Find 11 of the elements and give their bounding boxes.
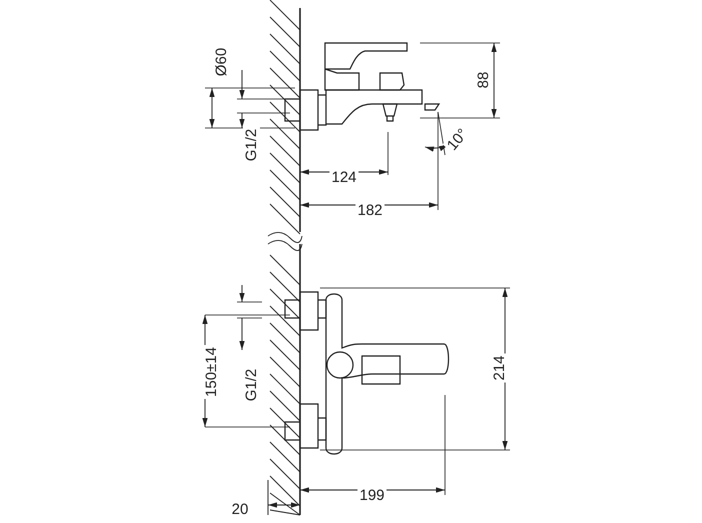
dimension-label: 199 xyxy=(359,486,385,504)
dimension-label: 124 xyxy=(331,168,357,186)
dimension-label: Ø60 xyxy=(212,48,230,76)
dimension-label: G1/2 xyxy=(242,128,260,162)
dimension-label: 20 xyxy=(232,500,248,518)
dimension-label: 214 xyxy=(490,355,508,381)
dimension-label: 10° xyxy=(444,126,472,154)
dimension-label: 88 xyxy=(474,72,492,88)
dimension-label: 182 xyxy=(357,202,383,219)
dimension-label: G1/2 xyxy=(242,368,260,402)
dimension-label: 150±14 xyxy=(202,347,220,397)
